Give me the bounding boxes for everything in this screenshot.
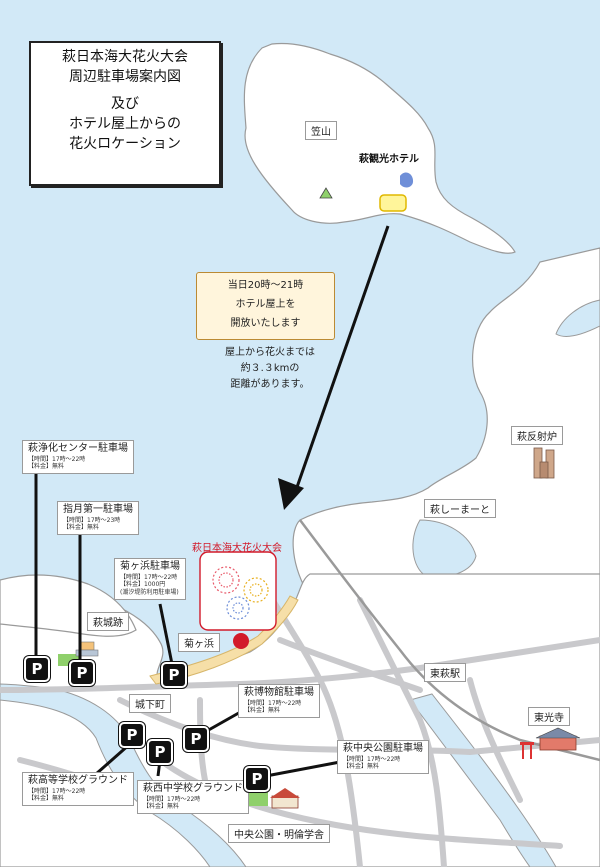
parking-fee: 【料金】無料 bbox=[28, 463, 65, 471]
kasayama-lake bbox=[400, 172, 414, 188]
distance-note-line-2: 約３.３kmの bbox=[240, 363, 300, 374]
parking-info-kikugahama: 菊ヶ浜駐車場 【時間】17時～22時 【料金】1000円 (潮汐堤防利用駐車場) bbox=[114, 558, 186, 600]
distance-note-line-1: 屋上から花火までは bbox=[225, 347, 315, 358]
launch-site-marker bbox=[233, 633, 249, 649]
leader-lines bbox=[34, 473, 341, 778]
parking-info-chuo-koen: 萩中央公園駐車場 【時間】17時～22時 【料金】無料 bbox=[337, 740, 429, 775]
rooftop-notice-line-3: 開放いたします bbox=[230, 318, 301, 329]
kasayama-summit-icon bbox=[319, 187, 333, 199]
parking-name: 萩西中学校グラウンド bbox=[143, 783, 243, 794]
parking-info-hagi-nishi: 萩西中学校グラウンド 【時間】17時～22時 【料金】無料 bbox=[137, 780, 249, 815]
hotel-marker bbox=[379, 194, 407, 212]
matsumoto-river bbox=[409, 693, 557, 867]
parking-info-hakubutsukan: 萩博物館駐車場 【時間】17時～22時 【料金】無料 bbox=[238, 684, 320, 719]
parking-marker-hagi-nishi[interactable]: P bbox=[147, 739, 173, 765]
parking-name: 萩博物館駐車場 bbox=[244, 687, 314, 698]
parking-hours: 【時間】17時～22時 bbox=[343, 755, 401, 763]
meirin-gakusha-icon bbox=[270, 788, 300, 809]
rooftop-notice: 当日20時～21時 ホテル屋上を 開放いたします bbox=[196, 272, 335, 340]
tokoji-icon bbox=[520, 727, 581, 759]
kikugahama-label: 菊ヶ浜 bbox=[178, 633, 220, 652]
parking-name: 萩浄化センター駐車場 bbox=[28, 443, 128, 454]
parking-name: 菊ヶ浜駐車場 bbox=[120, 561, 180, 572]
rooftop-notice-line-1: 当日20時～21時 bbox=[227, 280, 304, 291]
title-line-1: 萩日本海大花火大会 bbox=[62, 49, 188, 65]
hansharo-icon bbox=[533, 447, 555, 479]
parking-fee: 【料金】無料 bbox=[28, 795, 65, 803]
parking-hours: 【時間】17時～22時 bbox=[244, 699, 302, 707]
shimaato-label: 萩しーまーと bbox=[424, 499, 496, 518]
parking-fee: 【料金】無料 bbox=[63, 524, 100, 532]
view-arrow-head bbox=[278, 478, 304, 510]
parking-name: 指月第一駐車場 bbox=[63, 504, 133, 515]
parking-marker-chuo-koen[interactable]: P bbox=[244, 766, 270, 792]
rooftop-notice-line-2: ホテル屋上を bbox=[235, 299, 296, 310]
firework-red-icon bbox=[212, 566, 240, 594]
parking-info-shizuki: 指月第一駐車場 【時間】17時～23時 【料金】無料 bbox=[57, 501, 139, 536]
firework-yellow-icon bbox=[243, 577, 269, 603]
higashi-hagi-station-label: 東萩駅 bbox=[424, 663, 466, 682]
parking-fee: 【料金】1000円 bbox=[120, 581, 166, 589]
hansharo-inlet bbox=[555, 299, 600, 337]
parking-name: 萩中央公園駐車場 bbox=[343, 743, 423, 754]
firework-blue-icon bbox=[226, 596, 250, 620]
parking-marker-hagi-high[interactable]: P bbox=[119, 722, 145, 748]
title-line-4: ホテル屋上からの bbox=[69, 115, 181, 132]
parking-hours: 【時間】17時～22時 bbox=[143, 795, 201, 803]
parking-marker-hakubutsukan[interactable]: P bbox=[183, 726, 209, 752]
chuo-koen-label: 中央公園・明倫学舎 bbox=[228, 824, 330, 843]
title-line-2: 周辺駐車場案内図 bbox=[69, 69, 181, 86]
parking-marker-jokaseika[interactable]: P bbox=[24, 656, 50, 682]
parking-hours: 【時間】17時～22時 bbox=[28, 787, 86, 795]
hotel-label: 萩観光ホテル bbox=[359, 154, 419, 165]
festival-label: 萩日本海大花火大会 bbox=[192, 543, 282, 554]
parking-marker-kikugahama[interactable]: P bbox=[161, 662, 187, 688]
castle-ruins-label: 萩城跡 bbox=[87, 612, 129, 631]
kasayama-peninsula bbox=[243, 42, 516, 254]
parking-info-jokaseika: 萩浄化センター駐車場 【時間】17時～22時 【料金】無料 bbox=[22, 440, 134, 475]
parking-name: 萩高等学校グラウンド bbox=[28, 775, 128, 786]
parking-info-hagi-high: 萩高等学校グラウンド 【時間】17時～22時 【料金】無料 bbox=[22, 772, 134, 807]
jokamachi-label: 城下町 bbox=[129, 694, 171, 713]
distance-note-line-3: 距離があります。 bbox=[230, 379, 310, 390]
title-box: 萩日本海大花火大会 周辺駐車場案内図 及び ホテル屋上からの 花火ロケーション bbox=[29, 41, 221, 186]
view-arrow-line bbox=[294, 225, 390, 491]
parking-note: (潮汐堤防利用駐車場) bbox=[120, 589, 179, 597]
parking-marker-shizuki[interactable]: P bbox=[69, 660, 95, 686]
parking-fee: 【料金】無料 bbox=[343, 763, 380, 771]
fireworks-box bbox=[199, 551, 277, 631]
parking-hours: 【時間】17時～23時 bbox=[63, 516, 121, 524]
distance-note: 屋上から花火までは 約３.３kmの 距離があります。 bbox=[200, 345, 340, 393]
title-line-5: 花火ロケーション bbox=[69, 136, 181, 153]
tokoji-label: 東光寺 bbox=[528, 707, 570, 726]
railway bbox=[299, 519, 600, 762]
parking-hours: 【時間】17時～22時 bbox=[120, 573, 178, 581]
parking-hours: 【時間】17時～22時 bbox=[28, 455, 86, 463]
parking-fee: 【料金】無料 bbox=[143, 803, 180, 811]
parking-fee: 【料金】無料 bbox=[244, 707, 281, 715]
title-line-3: 及び bbox=[111, 95, 139, 112]
kasayama-label: 笠山 bbox=[305, 121, 337, 140]
hansharo-label: 萩反射炉 bbox=[511, 426, 563, 445]
